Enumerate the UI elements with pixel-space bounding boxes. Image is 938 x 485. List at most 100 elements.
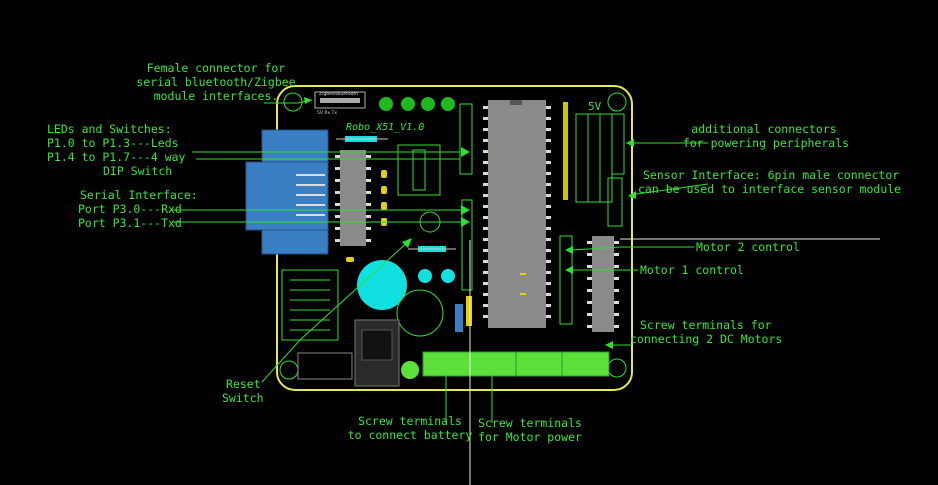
mcu-pin — [483, 315, 488, 318]
ic-left — [335, 150, 371, 246]
mounting-hole-tr — [607, 92, 627, 112]
label-leds-l1: LEDs and Switches: — [47, 122, 172, 136]
label-leds-l2: P1.0 to P1.3---Leds — [47, 136, 179, 150]
mcu-pin — [546, 139, 551, 142]
zigbee-connector — [314, 91, 366, 109]
mcu-pin — [546, 183, 551, 186]
label-female-connector: Female connector for serial bluetooth/Zi… — [136, 61, 295, 103]
label-motor-power-l1: Screw terminals — [478, 416, 582, 430]
label-female-connector-l2: serial bluetooth/Zigbee — [136, 75, 295, 89]
mcu-pin — [483, 161, 488, 164]
mcu-pin — [546, 260, 551, 263]
label-female-connector-l3: module interfaces. — [154, 89, 279, 103]
motor-driver-chip — [587, 236, 619, 332]
crystal-small-1 — [418, 269, 432, 283]
dc-jack-hole — [361, 329, 393, 361]
label-serial-l1: Serial Interface: — [80, 188, 198, 202]
mcu-pin — [483, 117, 488, 120]
label-reset: Reset Switch — [222, 377, 264, 405]
label-battery-l1: Screw terminals — [358, 414, 462, 428]
label-reset-l1: Reset — [226, 377, 261, 391]
label-additional-l1: additional connectors — [691, 122, 836, 136]
mcu-pin — [483, 139, 488, 142]
motor-header — [559, 235, 573, 325]
label-leds-switches: LEDs and Switches: P1.0 to P1.3---Leds P… — [47, 122, 186, 178]
label-motor-power: Screw terminals for Motor power — [478, 416, 582, 444]
label-additional-l2: for powering peripherals — [683, 136, 849, 150]
mcu-pin — [483, 249, 488, 252]
mcu-pin — [546, 128, 551, 131]
label-battery-l2: to connect battery — [348, 428, 473, 442]
mcu-pin — [546, 205, 551, 208]
mcu-pin — [546, 315, 551, 318]
mcu-pin — [483, 172, 488, 175]
heatsink-outline — [281, 269, 339, 341]
label-reset-l2: Switch — [222, 391, 264, 405]
cap-yellow-2 — [466, 296, 472, 326]
mcu-chip — [483, 100, 551, 328]
mcu-pin — [546, 117, 551, 120]
label-additional: additional connectors for powering perip… — [683, 122, 849, 150]
reset-switch-led — [401, 361, 419, 379]
mcu-pin — [483, 194, 488, 197]
diode — [455, 304, 463, 332]
zigbee-silk-label: Zigbee/Bluetooth — [319, 91, 358, 97]
mcu-pin — [483, 271, 488, 274]
label-female-connector-l1: Female connector for — [147, 61, 286, 75]
label-serial: Serial Interface: Port P3.0---Rxd Port P… — [78, 188, 198, 230]
capacitor-outline — [396, 289, 444, 337]
label-dc-motors: Screw terminals for connecting 2 DC Moto… — [630, 318, 782, 346]
crystal-small-2 — [441, 269, 455, 283]
label-serial-l2: Port P3.0---Rxd — [78, 202, 182, 216]
mcu-pin — [546, 293, 551, 296]
label-motor1: Motor 1 control — [640, 263, 744, 277]
label-leds-l4: DIP Switch — [103, 164, 172, 178]
switch-footprint — [297, 352, 353, 380]
mcu-pin — [483, 293, 488, 296]
mcu-pin — [483, 216, 488, 219]
leader-lines — [172, 99, 709, 423]
mcu-pin — [483, 282, 488, 285]
mcu-pin — [546, 216, 551, 219]
zigbee-pin-label: 5V Rx Tx — [317, 110, 337, 116]
mcu-pin — [483, 260, 488, 263]
label-sensor: Sensor Interface: 6pin male connector ca… — [638, 168, 901, 196]
label-motor-power-l2: for Motor power — [478, 430, 582, 444]
label-serial-l3: Port P3.1---Txd — [78, 216, 182, 230]
mcu-pin — [546, 282, 551, 285]
mcu-pin — [546, 194, 551, 197]
mcu-pin — [483, 106, 488, 109]
label-dc-motors-l2: connecting 2 DC Motors — [630, 332, 782, 346]
mcu-pin — [483, 304, 488, 307]
mcu-pin — [483, 150, 488, 153]
blue-connector — [245, 129, 329, 255]
mcu-pin — [546, 161, 551, 164]
label-sensor-l1: Sensor Interface: 6pin male connector — [643, 168, 899, 182]
mcu-pin — [546, 172, 551, 175]
board-name: Robo_X51_V1.0 — [346, 122, 424, 133]
label-leds-l3: P1.4 to P1.7---4 way — [47, 150, 186, 164]
mcu-pin — [483, 238, 488, 241]
yellow-bar — [563, 102, 568, 200]
mcu-pin — [546, 227, 551, 230]
voltage-label: 5V — [588, 100, 602, 113]
board-outline — [276, 85, 633, 391]
label-battery: Screw terminals to connect battery — [348, 414, 473, 442]
mcu-pin — [546, 106, 551, 109]
led-row — [379, 97, 455, 111]
arrowheads — [304, 97, 636, 349]
mcu-pin — [483, 128, 488, 131]
mcu-pin — [483, 183, 488, 186]
mcu-pin — [546, 271, 551, 274]
label-motor2: Motor 2 control — [696, 240, 800, 254]
screw-terminals — [422, 351, 610, 377]
label-sensor-l2: can be used to interface sensor module — [638, 182, 901, 196]
label-dc-motors-l1: Screw terminals for — [640, 318, 772, 332]
mcu-pin — [546, 238, 551, 241]
regulator-outline — [397, 144, 441, 196]
mcu-pin — [483, 227, 488, 230]
peripheral-headers — [575, 113, 625, 227]
header-small-1 — [459, 103, 473, 175]
crystal-large — [357, 260, 407, 310]
